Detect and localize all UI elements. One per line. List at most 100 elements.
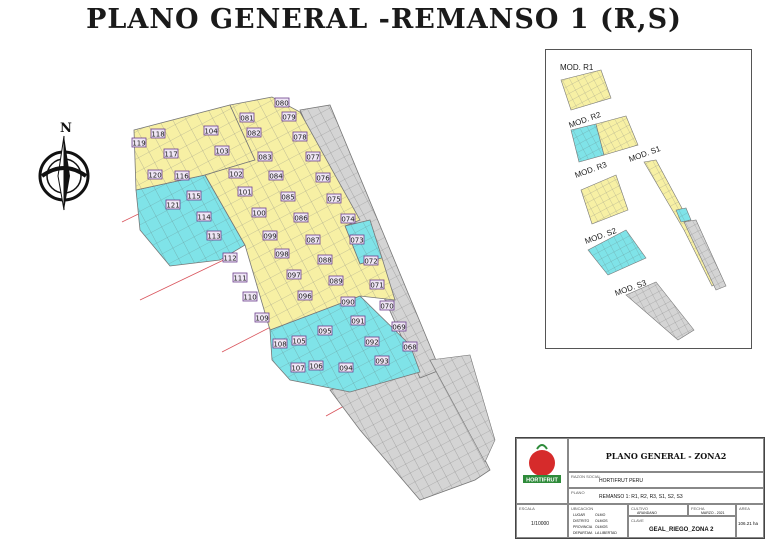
svg-text:097: 097 bbox=[287, 272, 300, 280]
svg-text:087: 087 bbox=[306, 237, 319, 245]
lot-label-099: 099 bbox=[262, 230, 278, 241]
svg-text:094: 094 bbox=[339, 365, 353, 373]
lot-label-082: 082 bbox=[246, 127, 262, 138]
svg-text:073: 073 bbox=[350, 237, 363, 245]
svg-text:080: 080 bbox=[275, 100, 288, 108]
escala-label: ESCALA bbox=[519, 506, 535, 511]
svg-text:098: 098 bbox=[275, 251, 288, 259]
svg-text:119: 119 bbox=[132, 140, 145, 148]
lot-label-104: 104 bbox=[203, 125, 219, 136]
svg-text:113: 113 bbox=[207, 233, 220, 241]
svg-text:121: 121 bbox=[166, 202, 179, 210]
svg-text:088: 088 bbox=[318, 257, 331, 265]
lot-label-081: 081 bbox=[239, 112, 255, 123]
north-label: N bbox=[60, 121, 72, 136]
svg-text:076: 076 bbox=[316, 175, 330, 183]
razon-social-cell: RAZON SOCIAL HORTIFRUT PERU bbox=[568, 472, 764, 488]
svg-text:HORTIFRUT: HORTIFRUT bbox=[526, 478, 558, 484]
lot-label-115: 115 bbox=[186, 190, 202, 201]
clave-label: CLAVE bbox=[631, 518, 644, 523]
svg-text:104: 104 bbox=[204, 128, 218, 136]
lot-label-110: 110 bbox=[242, 291, 258, 302]
svg-text:083: 083 bbox=[258, 154, 271, 162]
lot-label-087: 087 bbox=[305, 234, 321, 245]
svg-text:072: 072 bbox=[364, 258, 377, 266]
lot-label-095: 095 bbox=[317, 325, 333, 336]
lot-label-090: 090 bbox=[340, 296, 356, 307]
svg-text:078: 078 bbox=[293, 134, 306, 142]
distrito-value: OLMOS bbox=[595, 519, 608, 523]
lot-label-072: 072 bbox=[363, 255, 379, 266]
lot-label-089: 089 bbox=[328, 275, 344, 286]
lot-label-105: 105 bbox=[291, 335, 307, 346]
departamento-label: DEPARTAM. bbox=[573, 531, 593, 535]
hortifrut-logo-icon: HORTIFRUT bbox=[523, 444, 561, 484]
svg-text:096: 096 bbox=[298, 293, 312, 301]
gray-outliers bbox=[429, 354, 496, 463]
lot-label-068: 068 bbox=[402, 341, 418, 352]
provincia-label: PROVINCIA bbox=[573, 525, 593, 529]
svg-text:068: 068 bbox=[403, 344, 416, 352]
svg-text:095: 095 bbox=[318, 328, 331, 336]
logo-cell: HORTIFRUT bbox=[516, 438, 568, 504]
lot-label-079: 079 bbox=[281, 111, 297, 122]
lot-label-088: 088 bbox=[317, 254, 333, 265]
svg-text:090: 090 bbox=[341, 299, 354, 307]
lot-label-112: 112 bbox=[222, 252, 238, 263]
lot-label-111: 111 bbox=[232, 272, 248, 283]
lot-label-107: 107 bbox=[290, 362, 306, 373]
fecha-label: FECHA bbox=[691, 506, 705, 511]
cultivo-cell: CULTIVO ARANDANO bbox=[628, 504, 688, 516]
area-label: AREA bbox=[739, 506, 750, 511]
clave-cell: CLAVE GEAL_RIEGO_ZONA 2 bbox=[628, 516, 736, 538]
lot-label-084: 084 bbox=[268, 170, 284, 181]
lot-label-096: 096 bbox=[297, 290, 313, 301]
distrito-label: DISTRITO bbox=[573, 519, 590, 523]
svg-text:105: 105 bbox=[292, 338, 305, 346]
svg-text:070: 070 bbox=[380, 303, 393, 311]
fecha-cell: FECHA MARZO - 2021 bbox=[688, 504, 736, 516]
lot-label-076: 076 bbox=[315, 172, 331, 183]
cyan-zone-south bbox=[269, 295, 421, 393]
lot-label-073: 073 bbox=[349, 234, 365, 245]
area-cell: AREA 106.21 ha bbox=[736, 504, 764, 538]
razon-social-value: HORTIFRUT PERU bbox=[599, 478, 643, 484]
module-legend: MOD. R1 MOD. R2 MOD. R3 MOD. S1 MOD. S2 … bbox=[545, 49, 752, 349]
header-cell: PLANO GENERAL - ZONA2 bbox=[568, 438, 764, 472]
svg-text:103: 103 bbox=[215, 148, 228, 156]
svg-text:100: 100 bbox=[252, 210, 265, 218]
svg-text:107: 107 bbox=[291, 365, 304, 373]
svg-text:102: 102 bbox=[229, 171, 242, 179]
svg-text:101: 101 bbox=[238, 189, 251, 197]
area-value: 106.21 ha bbox=[738, 521, 759, 526]
svg-text:110: 110 bbox=[243, 294, 256, 302]
svg-text:106: 106 bbox=[309, 363, 323, 371]
svg-text:091: 091 bbox=[351, 318, 364, 326]
svg-text:120: 120 bbox=[148, 172, 161, 180]
razon-social-label: RAZON SOCIAL bbox=[571, 474, 601, 479]
lot-label-094: 094 bbox=[338, 362, 354, 373]
lot-label-101: 101 bbox=[237, 186, 253, 197]
cultivo-value: ARANDANO bbox=[637, 511, 657, 515]
lot-label-078: 078 bbox=[292, 131, 308, 142]
lot-label-120: 120 bbox=[147, 169, 163, 180]
lot-label-113: 113 bbox=[206, 230, 222, 241]
lot-label-080: 080 bbox=[274, 97, 290, 108]
north-arrow-icon: N bbox=[34, 120, 98, 220]
svg-text:077: 077 bbox=[306, 154, 319, 162]
svg-text:112: 112 bbox=[223, 255, 236, 263]
ubicacion-cell: UBICACION LUGAR OLMO DISTRITO OLMOS PROV… bbox=[568, 504, 628, 538]
lot-label-100: 100 bbox=[251, 207, 267, 218]
legend-mod-s1: MOD. S1 bbox=[628, 144, 663, 164]
svg-text:099: 099 bbox=[263, 233, 276, 241]
svg-text:108: 108 bbox=[273, 341, 286, 349]
lot-label-117: 117 bbox=[163, 148, 179, 159]
clave-value: GEAL_RIEGO_ZONA 2 bbox=[649, 527, 714, 533]
lot-label-093: 093 bbox=[374, 355, 390, 366]
lot-label-119: 119 bbox=[131, 137, 147, 148]
lot-label-106: 106 bbox=[308, 360, 324, 371]
lot-label-075: 075 bbox=[326, 193, 342, 204]
lot-label-097: 097 bbox=[286, 269, 302, 280]
lot-label-108: 108 bbox=[272, 338, 288, 349]
svg-text:092: 092 bbox=[365, 339, 378, 347]
